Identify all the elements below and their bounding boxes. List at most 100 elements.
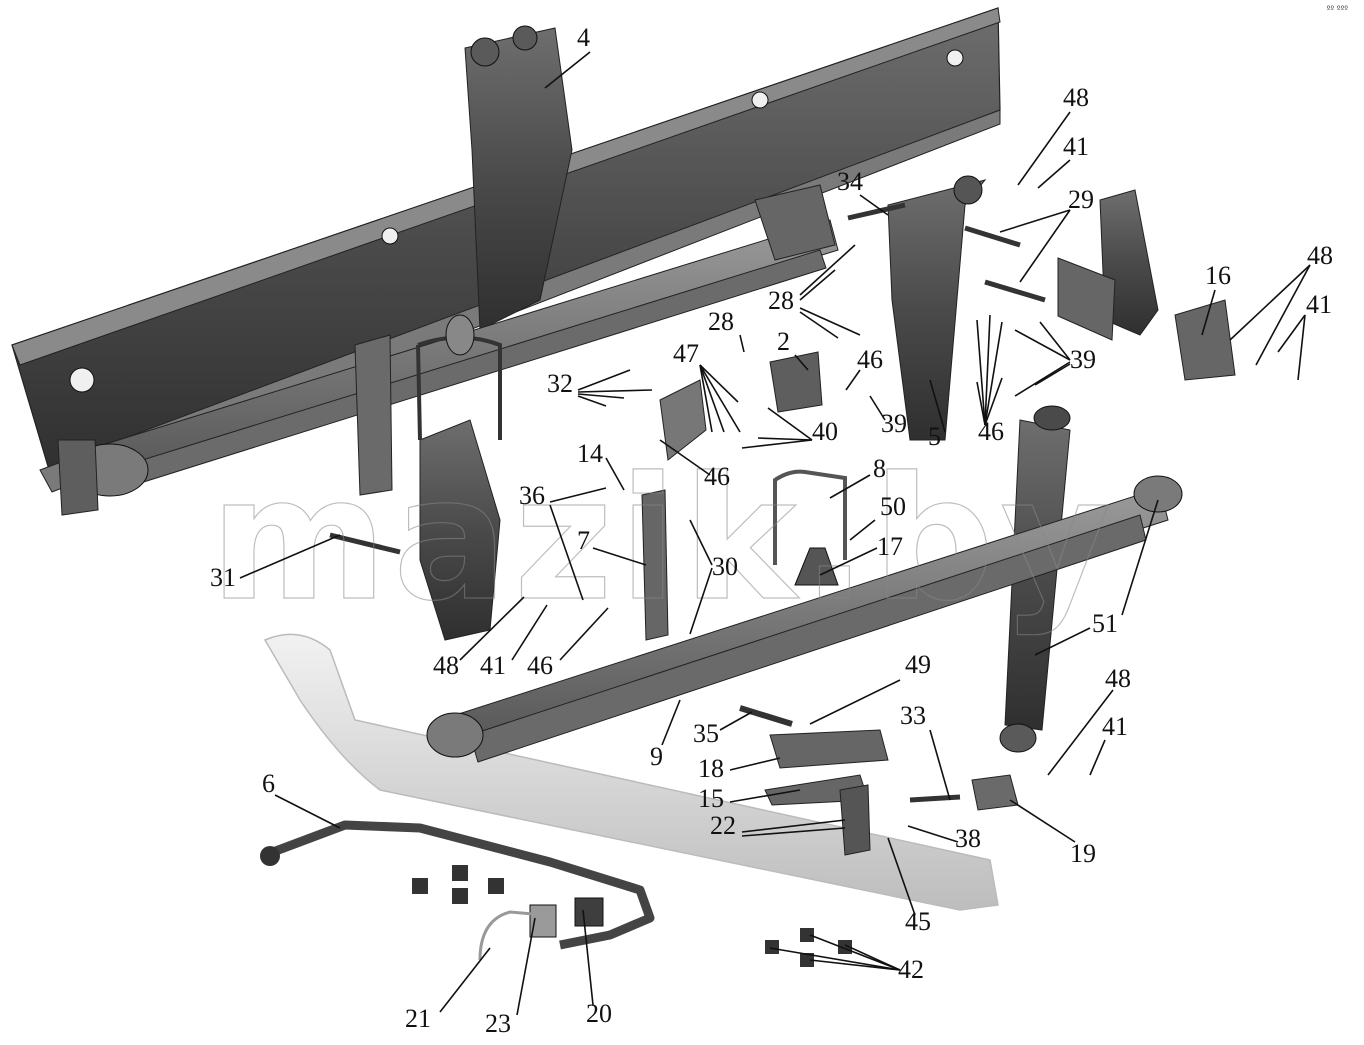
leader-line: [757, 437, 813, 441]
leader-line: [869, 395, 886, 421]
leader-line: [1229, 264, 1311, 341]
callout-label: 7: [577, 526, 590, 555]
callout-label: 21: [405, 1004, 431, 1033]
leader-line: [699, 364, 741, 433]
callout-label: 39: [1070, 345, 1096, 374]
callout-label: 48: [1307, 241, 1333, 270]
leader-line: [577, 369, 631, 391]
callout-label: 2: [777, 327, 790, 356]
leader-line: [799, 307, 861, 336]
leader-line: [984, 321, 1003, 426]
callout-label: 20: [586, 999, 612, 1028]
leader-line: [439, 947, 491, 1013]
leader-line: [1277, 314, 1306, 353]
leader-line: [809, 959, 901, 971]
leader-line: [544, 51, 591, 89]
callout-label: 48: [1105, 664, 1131, 693]
front-spring-hanger: [416, 314, 502, 641]
front-leaf-spring: [426, 475, 1183, 763]
callout-label: 46: [978, 417, 1004, 446]
callout-label: 30: [712, 552, 738, 581]
callout-label: 39: [881, 409, 907, 438]
leader-line: [741, 439, 813, 449]
callout-label: 6: [262, 769, 275, 798]
callout-label: 36: [519, 481, 545, 510]
leader-line: [239, 534, 341, 579]
callout-label: 48: [433, 651, 459, 680]
callout-label: 41: [1102, 712, 1128, 741]
watermark: mazik.by: [210, 441, 1117, 639]
leader-line: [577, 389, 653, 393]
callout-label: 4: [577, 23, 590, 52]
leader-line: [689, 567, 713, 635]
leader-line: [1014, 361, 1071, 397]
leader-line: [809, 679, 901, 725]
leader-line: [1201, 289, 1216, 336]
front-axle-beam: [263, 633, 999, 911]
callout-label: 48: [1063, 83, 1089, 112]
leader-line: [274, 794, 341, 829]
nuts-42: [765, 928, 852, 967]
leader-line: [1121, 499, 1159, 616]
leader-line: [1009, 799, 1076, 843]
callout-label: 35: [693, 719, 719, 748]
leader-line: [699, 364, 713, 433]
callout-label: 31: [210, 563, 236, 592]
leader-line: [845, 369, 861, 391]
leader-line: [809, 934, 901, 971]
leader-line: [1014, 329, 1071, 361]
callout-label: 29: [1068, 185, 1094, 214]
leader-line: [549, 487, 607, 503]
leader-line: [844, 944, 901, 971]
leader-line: [1034, 627, 1091, 656]
callout-label: 40: [812, 417, 838, 446]
callout-label: 41: [1306, 290, 1332, 319]
rear-hanger-bracket: [464, 25, 573, 331]
leader-line: [849, 519, 876, 541]
leader-line: [549, 504, 584, 601]
leader-line: [689, 519, 713, 566]
callout-label: 19: [1070, 839, 1096, 868]
callout-label: 23: [485, 1009, 511, 1038]
leader-line: [1019, 209, 1071, 283]
leader-line: [1297, 314, 1306, 381]
leader-line: [984, 314, 991, 426]
leader-line: [1017, 111, 1071, 186]
bracket-part-5: [887, 175, 987, 441]
stabilizer-bar: [260, 820, 655, 961]
leader-line: [929, 729, 951, 801]
callout-label: 46: [857, 345, 883, 374]
leader-line: [859, 194, 889, 216]
leader-line: [729, 757, 781, 771]
callout-label: 22: [710, 811, 736, 840]
leader-line: [605, 457, 625, 491]
leader-line: [741, 819, 846, 833]
leader-line: [799, 311, 839, 339]
leader-line: [699, 364, 739, 403]
leader-line: [739, 334, 745, 353]
callout-label: 28: [708, 307, 734, 336]
callout-label: 42: [898, 955, 924, 984]
leader-line: [582, 909, 594, 1006]
leader-line: [516, 917, 536, 1016]
leader-line: [1089, 739, 1106, 776]
callout-label: 33: [900, 701, 926, 730]
callout-label: 18: [698, 754, 724, 783]
leader-line: [1255, 264, 1311, 366]
callout-label: 28: [768, 286, 794, 315]
leader-line: [976, 381, 986, 426]
leader-line: [1039, 321, 1071, 361]
callout-label: 41: [1063, 132, 1089, 161]
callout-label: 49: [905, 650, 931, 679]
leader-line: [577, 393, 625, 399]
leader-line: [799, 244, 856, 296]
leader-line: [577, 395, 607, 407]
leader-line: [929, 379, 946, 433]
callout-label: 46: [704, 462, 730, 491]
callout-label: 46: [527, 651, 553, 680]
leader-line: [1037, 159, 1071, 189]
callout-label: 8: [873, 454, 886, 483]
leader-line: [559, 607, 609, 661]
